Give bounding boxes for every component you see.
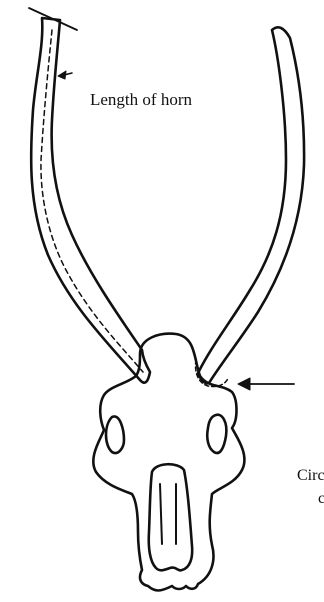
right-eye-socket	[207, 415, 226, 453]
left-horn	[31, 18, 150, 383]
nasal-cavity	[149, 464, 192, 570]
right-horn	[198, 27, 304, 383]
circumference-label-line1: Circ	[297, 467, 324, 485]
circumference-label-line2: c	[318, 490, 324, 508]
nasal-inner	[160, 484, 176, 544]
horn-length-dashed-line	[41, 30, 143, 372]
length-arrowhead	[58, 71, 66, 79]
left-eye-socket	[106, 416, 124, 453]
skull-outline	[93, 334, 244, 591]
circumference-arrowhead	[238, 378, 250, 390]
length-of-horn-label: Length of horn	[90, 90, 192, 110]
